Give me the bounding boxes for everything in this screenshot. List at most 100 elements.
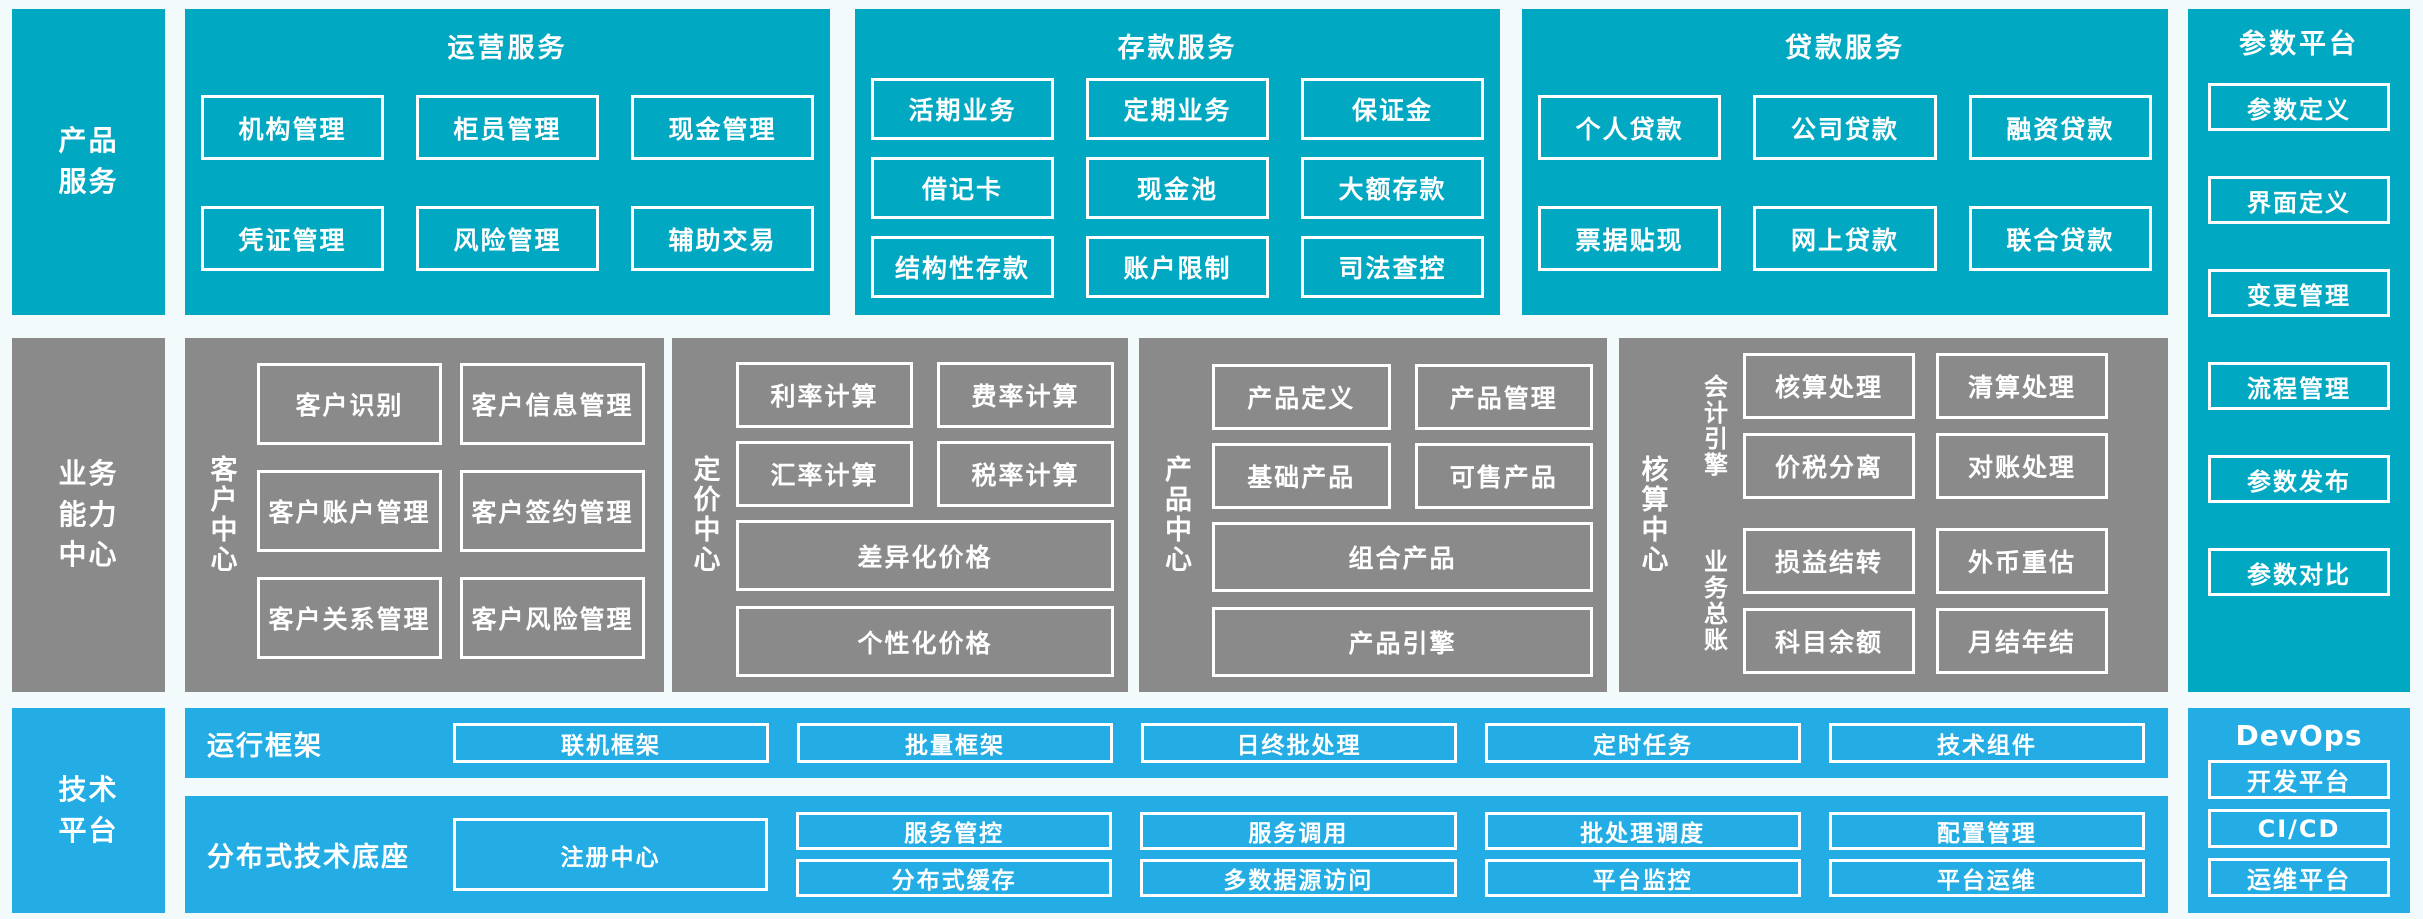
deposit-box-grid: 活期业务 定期业务 保证金 借记卡 现金池 大额存款 结构性存款 账户限制 司法…: [855, 78, 1500, 298]
panel-customer-center: 客户中心 客户识别 客户信息管理 客户账户管理 客户签约管理 客户关系管理 客户…: [185, 338, 664, 692]
service-box-institution-mgmt: 机构管理: [201, 95, 384, 160]
tech-box-platform-monitoring: 平台监控: [1484, 859, 1801, 897]
param-box-process-mgmt: 流程管理: [2208, 362, 2390, 410]
accounting-center-grid: 会计引擎 核算处理 清算处理 价税分离 对账处理 业务总账 损益结转: [1685, 338, 2168, 692]
tech-box-config-mgmt: 配置管理: [1828, 812, 2145, 850]
tech-box-online-framework: 联机框架: [453, 723, 769, 763]
accounting-center-label: 核算中心: [1636, 455, 1668, 575]
service-box-debit-card: 借记卡: [871, 157, 1054, 219]
parameter-platform-stack: 参数定义 界面定义 变更管理 流程管理 参数发布 参数对比: [2188, 83, 2410, 596]
service-box-cash-pool: 现金池: [1086, 157, 1269, 219]
service-box-personal-loan: 个人贷款: [1538, 95, 1722, 160]
sidebar-product-services: 产品 服务: [12, 9, 165, 315]
distributed-tech-base-label: 分布式技术底座: [207, 842, 410, 873]
accounting-engine-group: 会计引擎 核算处理 清算处理 价税分离 对账处理: [1685, 353, 2108, 499]
pricing-center-grid: 利率计算 费率计算 汇率计算 税率计算 差异化价格 个性化价格: [736, 362, 1114, 692]
accounting-engine-label: 会计引擎: [1699, 374, 1728, 478]
tech-box-distributed-cache: 分布式缓存: [796, 859, 1113, 897]
tech-box-platform-operations: 平台运维: [1828, 859, 2145, 897]
customer-center-label: 客户中心: [205, 455, 237, 575]
distributed-tech-grid: 服务管控 服务调用 批处理调度 配置管理 分布式缓存 多数据源访问 平台监控 平…: [796, 812, 2145, 897]
tech-box-multi-datasource-access: 多数据源访问: [1140, 859, 1457, 897]
pricing-center-label: 定价中心: [688, 455, 720, 575]
capability-box-product-engine: 产品引擎: [1212, 607, 1593, 677]
capability-box-accounting-processing: 核算处理: [1743, 353, 1915, 419]
business-ledger-label: 业务总账: [1699, 549, 1728, 653]
operations-box-grid: 机构管理 柜员管理 现金管理 凭证管理 风险管理 辅助交易: [185, 95, 830, 271]
panel-title-operations: 运营服务: [447, 33, 568, 64]
panel-title-loan: 贷款服务: [1785, 33, 1905, 64]
business-ledger-group: 业务总账 损益结转 外币重估 科目余额 月结年结: [1685, 528, 2108, 674]
panel-title-parameter-platform: 参数平台: [2239, 29, 2359, 60]
service-box-financing-loan: 融资贷款: [1968, 95, 2152, 160]
param-box-interface-definition: 界面定义: [2208, 176, 2390, 224]
service-box-joint-loan: 联合贷款: [1968, 206, 2152, 271]
panel-pricing-center: 定价中心 利率计算 费率计算 汇率计算 税率计算 差异化价格 个性化价格: [672, 338, 1128, 692]
service-box-account-restriction: 账户限制: [1086, 236, 1269, 298]
panel-loan-services: 贷款服务 个人贷款 公司贷款 融资贷款 票据贴现 网上贷款 联合贷款: [1522, 9, 2168, 315]
param-box-parameter-compare: 参数对比: [2208, 548, 2390, 596]
capability-box-customer-identification: 客户识别: [257, 363, 442, 445]
devops-title: DevOps: [2235, 719, 2363, 752]
service-box-demand-business: 活期业务: [871, 78, 1054, 140]
capability-box-product-definition: 产品定义: [1212, 364, 1391, 430]
devops-box-dev-platform: 开发平台: [2208, 760, 2390, 799]
product-center-grid: 产品定义 产品管理 基础产品 可售产品 组合产品 产品引擎: [1212, 364, 1593, 692]
service-box-judicial-control: 司法查控: [1301, 236, 1484, 298]
sidebar-technology-platform-label: 技术 平台: [58, 772, 119, 847]
service-box-large-deposit: 大额存款: [1301, 157, 1484, 219]
capability-box-fx-revaluation: 外币重估: [1936, 528, 2108, 594]
tech-box-registry-center: 注册中心: [453, 818, 768, 891]
capability-box-exchange-rate-calc: 汇率计算: [736, 441, 913, 507]
tech-box-service-governance: 服务管控: [796, 812, 1113, 850]
capability-box-customer-risk-mgmt: 客户风险管理: [460, 577, 645, 659]
capability-box-month-year-close: 月结年结: [1936, 608, 2108, 674]
capability-box-differentiated-pricing: 差异化价格: [736, 520, 1114, 591]
service-box-online-loan: 网上贷款: [1753, 206, 1937, 271]
tech-box-batch-framework: 批量框架: [797, 723, 1113, 763]
service-box-corporate-loan: 公司贷款: [1753, 95, 1937, 160]
panel-accounting-center: 核算中心 会计引擎 核算处理 清算处理 价税分离 对账处理 业务总账: [1619, 338, 2168, 692]
service-box-bill-discount: 票据贴现: [1538, 206, 1722, 271]
capability-box-customer-account-mgmt: 客户账户管理: [257, 470, 442, 552]
devops-stack: 开发平台 CI/CD 运维平台: [2188, 760, 2410, 897]
service-box-structured-deposit: 结构性存款: [871, 236, 1054, 298]
tech-box-tech-components: 技术组件: [1829, 723, 2145, 763]
capability-box-customer-contract-mgmt: 客户签约管理: [460, 470, 645, 552]
runtime-framework-boxes: 联机框架 批量框架 日终批处理 定时任务 技术组件: [453, 723, 2145, 763]
param-box-change-mgmt: 变更管理: [2208, 269, 2390, 317]
capability-box-combined-product: 组合产品: [1212, 522, 1593, 592]
row-runtime-framework: 运行框架 联机框架 批量框架 日终批处理 定时任务 技术组件: [185, 708, 2168, 778]
param-box-parameter-release: 参数发布: [2208, 455, 2390, 503]
panel-product-center: 产品中心 产品定义 产品管理 基础产品 可售产品 组合产品 产品引擎: [1139, 338, 1607, 692]
sidebar-product-services-label: 产品 服务: [58, 124, 119, 198]
capability-box-tax-rate-calc: 税率计算: [937, 441, 1114, 507]
service-box-voucher-mgmt: 凭证管理: [201, 206, 384, 271]
sidebar-business-capability-center: 业务 能力 中心: [12, 338, 165, 692]
panel-title-deposit: 存款服务: [1117, 33, 1238, 64]
capability-box-basic-product: 基础产品: [1212, 443, 1391, 509]
tech-box-batch-scheduling: 批处理调度: [1484, 812, 1801, 850]
panel-operations-services: 运营服务 机构管理 柜员管理 现金管理 凭证管理 风险管理 辅助交易: [185, 9, 830, 315]
capability-box-subject-balance: 科目余额: [1743, 608, 1915, 674]
service-box-auxiliary-trade: 辅助交易: [631, 206, 814, 271]
tech-box-service-invocation: 服务调用: [1140, 812, 1457, 850]
customer-center-grid: 客户识别 客户信息管理 客户账户管理 客户签约管理 客户关系管理 客户风险管理: [257, 363, 645, 692]
capability-box-personalized-pricing: 个性化价格: [736, 606, 1114, 677]
capability-box-fee-rate-calc: 费率计算: [937, 362, 1114, 428]
param-box-parameter-definition: 参数定义: [2208, 83, 2390, 131]
tech-box-eod-batch: 日终批处理: [1141, 723, 1457, 763]
service-box-time-business: 定期业务: [1086, 78, 1269, 140]
capability-box-customer-relationship-mgmt: 客户关系管理: [257, 577, 442, 659]
devops-box-ops-platform: 运维平台: [2208, 858, 2390, 897]
service-box-cash-mgmt: 现金管理: [631, 95, 814, 160]
capability-box-price-tax-separation: 价税分离: [1743, 433, 1915, 499]
loan-box-grid: 个人贷款 公司贷款 融资贷款 票据贴现 网上贷款 联合贷款: [1522, 95, 2168, 271]
panel-deposit-services: 存款服务 活期业务 定期业务 保证金 借记卡 现金池 大额存款 结构性存款 账户…: [855, 9, 1500, 315]
capability-box-sellable-product: 可售产品: [1414, 443, 1593, 509]
devops-box-cicd: CI/CD: [2208, 809, 2390, 848]
tech-box-scheduled-task: 定时任务: [1485, 723, 1801, 763]
service-box-risk-mgmt: 风险管理: [416, 206, 599, 271]
panel-devops: DevOps 开发平台 CI/CD 运维平台: [2188, 708, 2410, 913]
